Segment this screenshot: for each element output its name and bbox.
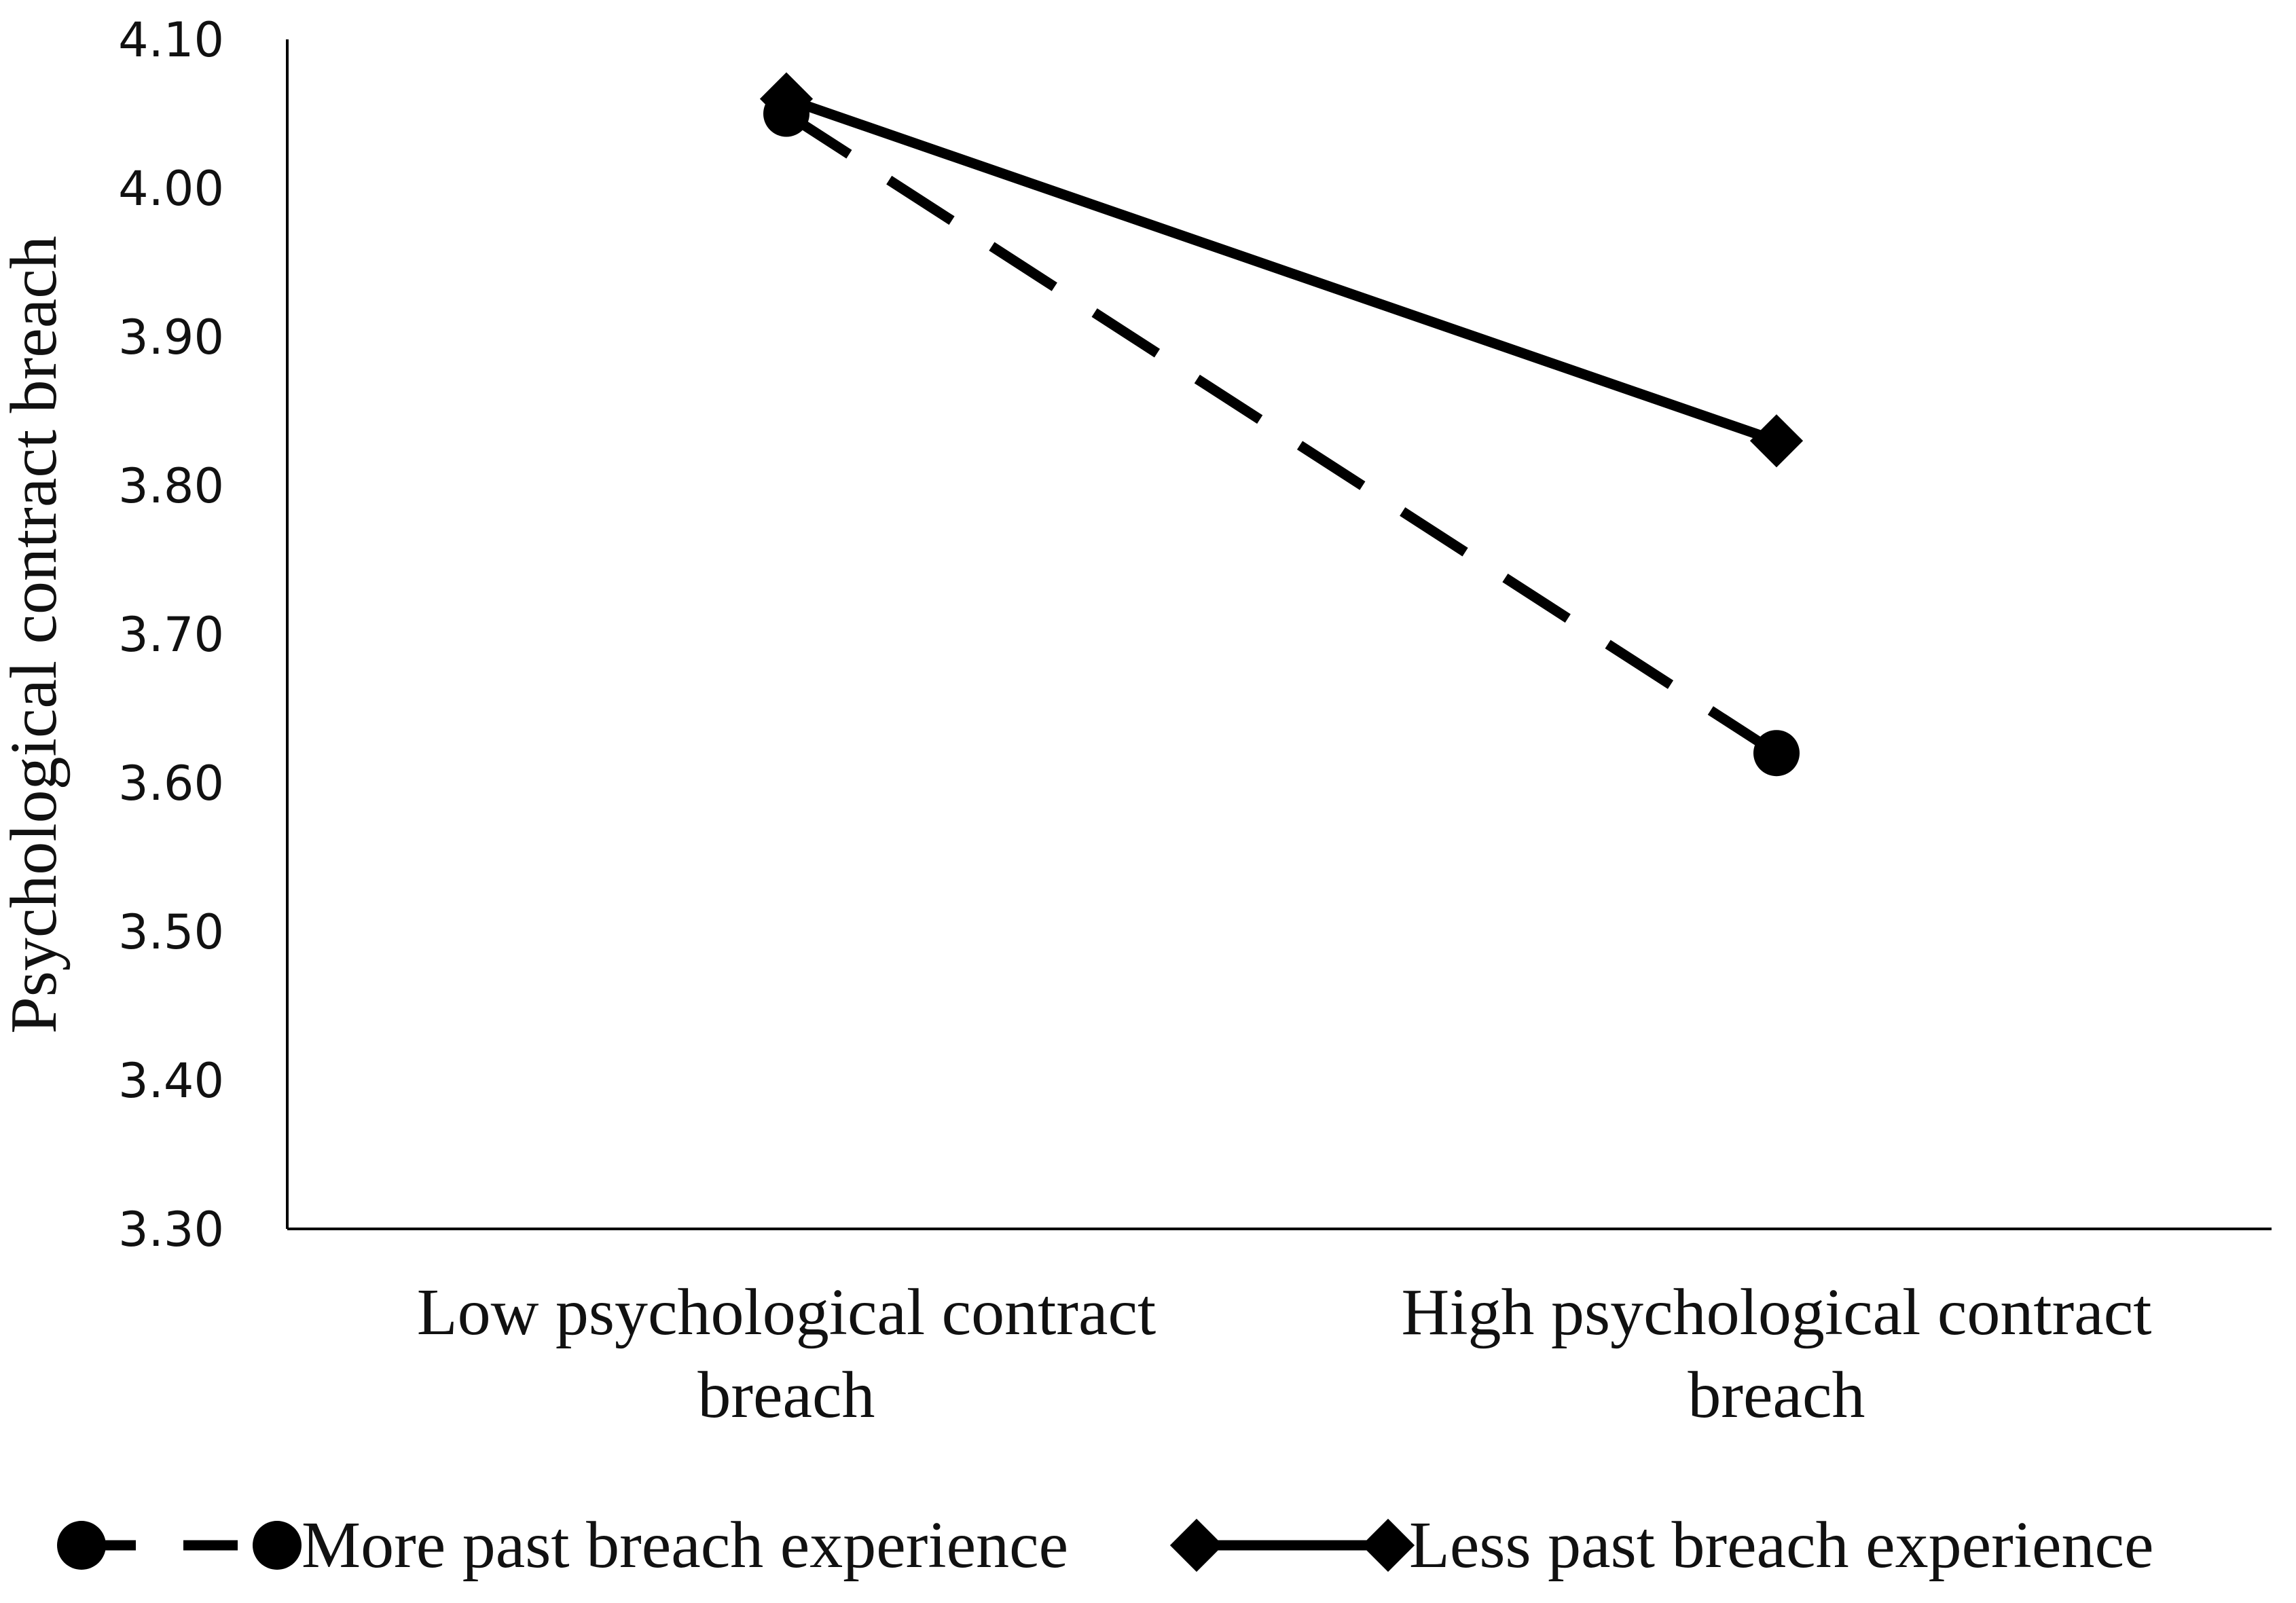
- legend-marker-diamond: [1361, 1518, 1415, 1572]
- data-point-marker: [1749, 414, 1804, 468]
- y-tick-labels: 3.30 3.40 3.50 3.60 3.70 3.80 3.90 4.00 4.10: [118, 12, 224, 1257]
- y-tick-label: 3.30: [118, 1202, 224, 1257]
- legend-label: More past breach experience: [302, 1509, 1068, 1582]
- y-tick-label: 3.90: [118, 310, 224, 365]
- legend-label: Less past breach experience: [1409, 1509, 2153, 1582]
- y-tick-label: 3.80: [118, 458, 224, 514]
- series-0: [763, 90, 1800, 777]
- y-tick-label: 3.50: [118, 904, 224, 960]
- y-tick-label: 4.00: [118, 161, 224, 217]
- y-tick-label: 3.70: [118, 607, 224, 663]
- category-label: breach: [1688, 1359, 1865, 1432]
- legend-item-more: More past breach experience: [57, 1509, 1068, 1582]
- y-tick-label: 4.10: [118, 12, 224, 68]
- category-label: High psychological contract: [1402, 1276, 2152, 1349]
- legend: More past breach experience Less past bre…: [57, 1509, 2153, 1582]
- category-label: Low psychological contract: [417, 1276, 1156, 1349]
- legend-marker-circle: [57, 1521, 106, 1570]
- legend-marker-diamond: [1169, 1518, 1224, 1572]
- category-labels: Low psychological contract breach High psy…: [417, 1276, 2152, 1432]
- series-group: [759, 72, 1804, 777]
- y-tick-label: 3.60: [118, 756, 224, 811]
- category-label: breach: [697, 1359, 875, 1432]
- series-line: [784, 94, 1779, 446]
- series-1: [759, 72, 1804, 468]
- data-point-marker: [1753, 730, 1800, 777]
- y-axis-title: Psychological contract breach: [0, 236, 71, 1034]
- legend-item-less: Less past breach experience: [1169, 1509, 2153, 1582]
- data-point-marker: [759, 72, 814, 126]
- y-tick-label: 3.40: [118, 1053, 224, 1109]
- series-line: [783, 109, 1780, 758]
- legend-marker-circle: [253, 1521, 302, 1570]
